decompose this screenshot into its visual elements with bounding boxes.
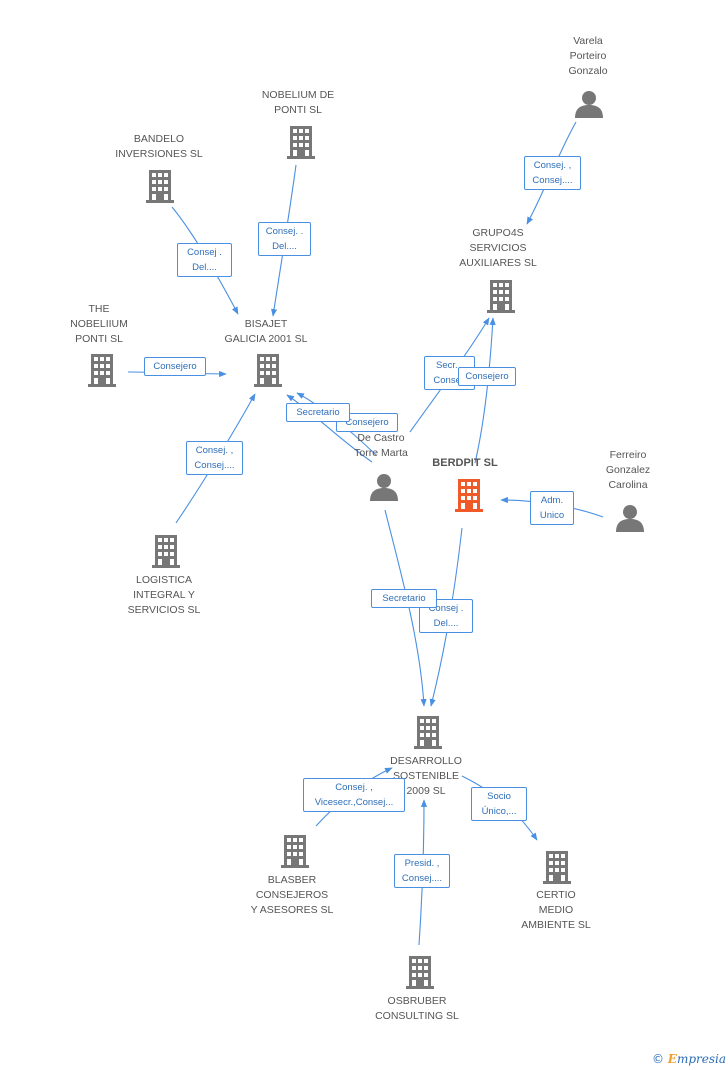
brand-initial: E: [667, 1052, 677, 1066]
edge-label-ferreiro-berdpit[interactable]: Adm. Unico: [530, 491, 574, 525]
logistica-building-icon: [152, 535, 180, 568]
node-bisajet[interactable]: BISAJET GALICIA 2001 SL: [214, 317, 318, 347]
edge-label-logistica-bisajet[interactable]: Consej. , Consej....: [186, 441, 243, 475]
node-label: BISAJET GALICIA 2001 SL: [224, 318, 308, 345]
node-label: BERDPIT SL: [432, 457, 498, 469]
edge-label-osbruber-desarrollo[interactable]: Presid. , Consej....: [394, 854, 450, 888]
node-label: LOGISTICA INTEGRAL Y SERVICIOS SL: [127, 574, 201, 616]
edge-label-berdpit-grupo4s[interactable]: Consejero: [458, 367, 516, 386]
ferreiro-person-icon: [616, 505, 644, 532]
node-grupo4s[interactable]: GRUPO4S SERVICIOS AUXILIARES SL: [448, 226, 548, 271]
osbruber-building-icon: [406, 956, 434, 989]
node-blasber[interactable]: BLASBER CONSEJEROS Y ASESORES SL: [238, 873, 346, 918]
nobeliium-building-icon: [88, 354, 116, 387]
decastro-person-icon: [370, 474, 398, 501]
node-osbruber[interactable]: OSBRUBER CONSULTING SL: [362, 994, 472, 1024]
edge-label-decastro-bisajet-secretario[interactable]: Secretario: [286, 403, 350, 422]
node-label: Ferreiro Gonzalez Carolina: [605, 449, 651, 491]
edge-label-blasber-desarrollo[interactable]: Consej. , Vicesecr.,Consej...: [303, 778, 405, 812]
nobelium-building-icon: [287, 126, 315, 159]
brand-name: mpresia: [676, 1052, 726, 1066]
edge-label-nobelium-bisajet[interactable]: Consej. . Del....: [258, 222, 311, 256]
bisajet-building-icon: [254, 354, 282, 387]
node-label: CERTIO MEDIO AMBIENTE SL: [521, 889, 591, 931]
certio-building-icon: [543, 851, 571, 884]
grupo4s-building-icon: [487, 280, 515, 313]
node-desarrollo[interactable]: DESARROLLO SOSTENIBLE 2009 SL: [378, 754, 474, 799]
node-label: OSBRUBER CONSULTING SL: [375, 995, 459, 1022]
node-varela[interactable]: Varela Porteiro Gonzalo: [548, 34, 628, 79]
brand-footer: © Empresia: [652, 1052, 726, 1066]
copyright-icon: ©: [651, 1052, 664, 1066]
edge-label-nobeliium-bisajet[interactable]: Consejero: [144, 357, 206, 376]
edge-label-decastro-desarrollo[interactable]: Secretario: [371, 589, 437, 608]
node-berdpit[interactable]: BERDPIT SL: [420, 456, 510, 471]
node-label: NOBELIUM DE PONTI SL: [261, 89, 335, 116]
node-ferreiro[interactable]: Ferreiro Gonzalez Carolina: [588, 448, 668, 493]
node-bandelo[interactable]: BANDELO INVERSIONES SL: [104, 132, 214, 162]
edge-label-varela-grupo4s[interactable]: Consej. , Consej....: [524, 156, 581, 190]
desarrollo-building-icon: [414, 716, 442, 749]
node-de-castro[interactable]: De Castro Torre Marta: [340, 431, 422, 461]
edge-decastro-bisajet-1: [286, 394, 373, 463]
node-nobeliium-ponti[interactable]: THE NOBELIIUM PONTI SL: [58, 302, 140, 347]
node-label: Varela Porteiro Gonzalo: [568, 35, 608, 77]
node-certio[interactable]: CERTIO MEDIO AMBIENTE SL: [508, 888, 604, 933]
bandelo-building-icon: [146, 170, 174, 203]
node-label: BANDELO INVERSIONES SL: [115, 133, 203, 160]
edge-berdpit-grupo4s: [474, 317, 496, 464]
node-logistica[interactable]: LOGISTICA INTEGRAL Y SERVICIOS SL: [112, 573, 216, 618]
node-label: De Castro Torre Marta: [354, 432, 408, 459]
node-label: BLASBER CONSEJEROS Y ASESORES SL: [250, 874, 334, 916]
berdpit-building-icon: [455, 479, 483, 512]
edge-label-decastro-bisajet-consejero[interactable]: Consejero: [336, 413, 398, 432]
node-label: THE NOBELIIUM PONTI SL: [70, 303, 128, 345]
blasber-building-icon: [281, 835, 309, 868]
edge-label-bandelo-bisajet[interactable]: Consej . Del....: [177, 243, 232, 277]
node-label: DESARROLLO SOSTENIBLE 2009 SL: [390, 755, 462, 797]
node-label: GRUPO4S SERVICIOS AUXILIARES SL: [459, 227, 537, 269]
edge-label-desarrollo-certio[interactable]: Socio Único,...: [471, 787, 527, 821]
varela-person-icon: [575, 91, 603, 118]
node-nobelium-de-ponti[interactable]: NOBELIUM DE PONTI SL: [248, 88, 348, 118]
